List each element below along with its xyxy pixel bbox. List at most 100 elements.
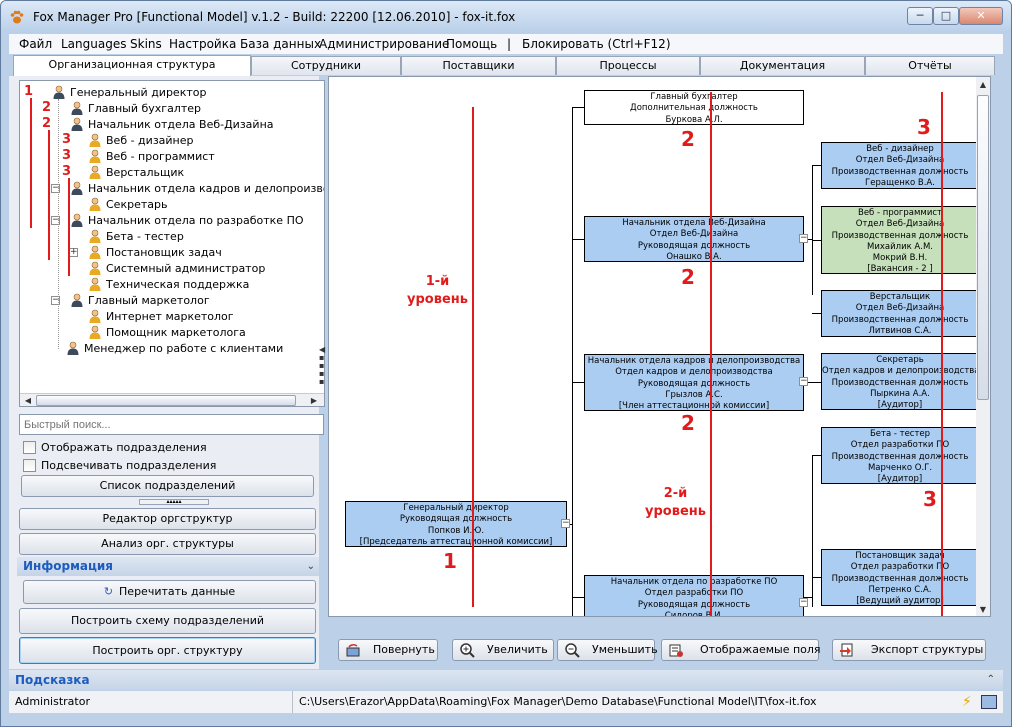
tree-node-label: Начальник отдела Веб-Дизайна <box>88 118 274 131</box>
collapse-icon[interactable]: − <box>51 295 60 305</box>
tree-node-label: Техническая поддержка <box>106 278 250 291</box>
org-box-line: [Председатель аттестационной комиссии] <box>359 536 553 547</box>
manager-icon <box>71 181 83 195</box>
chart-toolbar: Повернуть Увеличить Уменьшить Отображаем… <box>328 637 1003 664</box>
scroll-left-icon[interactable]: ◀ <box>24 396 32 405</box>
org-box-line: Веб - программист <box>858 208 942 218</box>
org-analysis-button[interactable]: Анализ орг. структуры <box>19 533 316 555</box>
zoom-in-button[interactable]: Увеличить <box>452 639 554 661</box>
tree-node-label: Веб - дизайнер <box>106 134 194 147</box>
build-org-structure-button[interactable]: Построить орг. структуру <box>19 637 316 664</box>
org-box-line: Бета - тестер <box>869 429 931 439</box>
org-box-hr-head[interactable]: Начальник отдела кадров и делопроизводст… <box>584 354 804 411</box>
collapse-icon[interactable]: − <box>561 518 570 528</box>
scroll-right-icon[interactable]: ▶ <box>310 396 318 405</box>
menu-lock[interactable]: Блокировать (Ctrl+F12) <box>522 37 671 51</box>
close-button[interactable]: ✕ <box>959 7 1003 25</box>
tab-org-structure[interactable]: Организационная структура <box>13 55 251 76</box>
tab-employees[interactable]: Сотрудники <box>251 56 401 75</box>
expand-chevron-icon[interactable]: ⌃ <box>986 674 995 685</box>
connector-line <box>572 107 573 616</box>
rotate-button[interactable]: Повернуть <box>338 639 438 661</box>
menu-help[interactable]: Помощь <box>446 37 498 51</box>
annotation-level-2: 2-й уровень <box>645 486 706 519</box>
chart-vscroll-thumb[interactable] <box>977 95 989 400</box>
menu-database[interactable]: База данных <box>240 37 322 51</box>
checkbox-box[interactable] <box>23 459 36 472</box>
scroll-down-icon[interactable]: ▼ <box>979 605 987 614</box>
tab-suppliers[interactable]: Поставщики <box>401 56 556 75</box>
org-box-line: Производственная должность <box>831 230 969 241</box>
scroll-up-icon[interactable]: ▲ <box>979 80 987 89</box>
menu-administration[interactable]: Администрирование <box>319 37 450 51</box>
collapse-icon[interactable]: − <box>51 215 60 225</box>
org-box-line: Марченко О.Г. <box>867 462 933 473</box>
connector-line <box>572 597 584 598</box>
org-box-line: Отдел Веб-Дизайна <box>855 303 945 314</box>
checkbox-box[interactable] <box>23 441 36 454</box>
fox-paw-icon <box>10 10 24 24</box>
chart-vertical-scrollbar[interactable]: ▲ ▼ <box>976 77 990 616</box>
tree-horizontal-scrollbar[interactable]: ◀ ▶ <box>20 393 324 406</box>
employee-icon <box>89 165 101 179</box>
tree-node-label: Веб - программист <box>106 150 215 163</box>
minimize-button[interactable]: ─ <box>907 7 933 25</box>
tab-processes[interactable]: Процессы <box>556 56 700 75</box>
menu-languages[interactable]: Languages <box>61 37 127 51</box>
employee-icon <box>89 149 101 163</box>
org-box-line: Геращенко В.А. <box>865 177 935 188</box>
tree-annotation-2a: 2 <box>42 100 52 115</box>
org-editor-button[interactable]: Редактор оргструктур <box>19 508 316 530</box>
tab-reports[interactable]: Отчёты <box>865 56 995 75</box>
org-box-line: Отдел разработки ПО <box>644 588 744 599</box>
reread-data-button[interactable]: ↻Перечитать данные <box>23 580 316 604</box>
menu-settings[interactable]: Настройка <box>169 37 237 51</box>
collapse-icon[interactable]: − <box>799 597 808 607</box>
menu-skins[interactable]: Skins <box>130 37 162 51</box>
tree-scroll-thumb[interactable] <box>36 395 296 406</box>
zoom-out-button[interactable]: Уменьшить <box>557 639 658 661</box>
displayed-fields-button[interactable]: Отображаемые поля <box>661 639 821 661</box>
window-title: Fox Manager Pro [Functional Model] v.1.2… <box>33 10 516 24</box>
menu-file[interactable]: Файл <box>19 37 53 51</box>
tab-documentation[interactable]: Документация <box>700 56 865 75</box>
tree-annotation-line-3 <box>68 178 70 276</box>
tree-node-label: Помощник маркетолога <box>106 326 246 339</box>
info-section-header[interactable]: Информация ⌄ <box>17 557 319 576</box>
status-path: C:\Users\Erazor\AppData\Roaming\Fox Mana… <box>299 695 817 708</box>
collapse-icon[interactable]: − <box>799 376 808 386</box>
quick-search-input[interactable] <box>19 414 324 435</box>
fields-icon <box>669 644 683 657</box>
export-structure-button[interactable]: Экспорт структуры <box>832 639 986 661</box>
employee-icon <box>89 229 101 243</box>
build-units-scheme-button[interactable]: Построить схему подразделений <box>19 608 316 634</box>
connector-line <box>812 165 813 295</box>
splitter-handle[interactable]: ◀▪▪▪▪ <box>319 345 326 386</box>
tree-node-label: Постановщик задач <box>106 246 222 259</box>
splitter-grip[interactable]: ▴▴▴▴▴ <box>139 499 209 505</box>
maximize-button[interactable]: □ <box>933 7 959 25</box>
org-box-line: Производственная должность <box>831 166 969 177</box>
unit-list-button[interactable]: Список подразделений <box>21 475 314 497</box>
collapse-icon[interactable]: − <box>799 233 808 243</box>
collapse-icon[interactable]: − <box>51 183 60 193</box>
org-box-line: [Вакансия - 2 ] <box>867 264 933 274</box>
hint-section-header[interactable]: Подсказка ⌃ <box>9 670 1003 690</box>
expand-icon[interactable]: + <box>69 247 78 257</box>
status-bar: Administrator C:\Users\Erazor\AppData\Ro… <box>9 691 1003 713</box>
reread-label: Перечитать данные <box>119 585 236 598</box>
tree-node-label: Секретарь <box>106 198 168 211</box>
collapse-chevron-icon[interactable]: ⌄ <box>306 561 315 572</box>
